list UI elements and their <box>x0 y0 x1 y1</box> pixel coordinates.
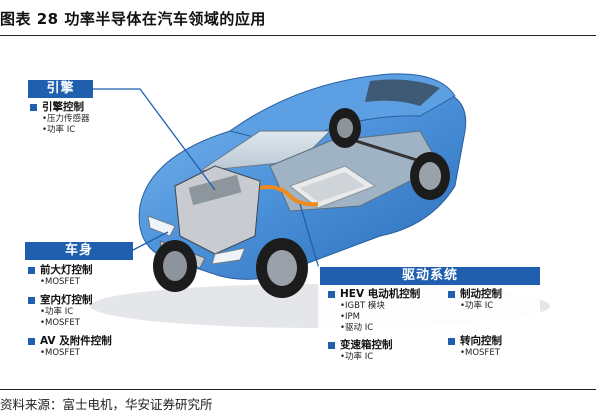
body-connector-line <box>132 231 169 251</box>
bullet-square-icon <box>448 337 455 345</box>
bullet-square-icon <box>28 337 35 345</box>
wheel-rear-right <box>410 152 450 200</box>
body-sub-item: MOSFET <box>28 348 112 359</box>
body-header: 车身 <box>25 242 133 260</box>
figure-title: 图表 28 功率半导体在汽车领域的应用 <box>0 10 266 28</box>
av-accessory-control-label: AV 及附件控制 <box>28 334 112 348</box>
headlight-right <box>211 247 246 265</box>
headlight-left <box>147 215 176 237</box>
bullet-square-icon <box>328 341 335 349</box>
hv-cable <box>249 185 319 207</box>
battery-top <box>300 172 365 202</box>
steering-control-label: 转向控制 <box>448 334 502 348</box>
bullet-square-icon <box>28 266 35 274</box>
drive-header: 驱动系统 <box>320 267 540 285</box>
drive-sub-item: MOSFET <box>448 348 502 359</box>
drive-col-2: 制动控制 功率 IC 转向控制 MOSFET <box>448 287 502 359</box>
body-items: 前大灯控制 MOSFET 室内灯控制 功率 IC MOSFET AV 及附件控制… <box>28 263 112 359</box>
wheel-front-left <box>153 240 197 292</box>
wheel-front-right <box>256 238 308 298</box>
drive-sub-item: 驱动 IC <box>328 323 420 334</box>
engine-connector-line <box>93 88 216 191</box>
engine-sub-item: 功率 IC <box>30 125 90 136</box>
bullet-square-icon <box>28 296 35 304</box>
engine-item: 引擎控制 压力传感器 功率 IC <box>30 100 90 136</box>
engine-header: 引擎 <box>28 80 93 98</box>
car-rear-window <box>365 79 440 106</box>
bullet-square-icon <box>328 290 335 298</box>
drive-sub-item: IGBT 模块 <box>328 301 420 312</box>
drive-sub-item: IPM <box>328 312 420 323</box>
headlight-control-label: 前大灯控制 <box>28 263 112 277</box>
hev-motor-control-label: HEV 电动机控制 <box>328 287 420 301</box>
interior-light-control-label: 室内灯控制 <box>28 293 112 307</box>
bullet-square-icon <box>30 103 37 111</box>
brake-control-label: 制动控制 <box>448 287 502 301</box>
source-note: 资料来源：富士电机，华安证券研究所 <box>0 397 213 412</box>
engine-sub-item: 压力传感器 <box>30 114 90 125</box>
drive-sub-item: 功率 IC <box>448 301 502 312</box>
drive-connector-line <box>299 203 321 273</box>
engine-control-label: 引擎控制 <box>30 100 90 114</box>
drive-col-1: HEV 电动机控制 IGBT 模块 IPM 驱动 IC 变速箱控制 功率 IC <box>328 287 420 363</box>
body-sub-item: 功率 IC <box>28 307 112 318</box>
bullet-square-icon <box>448 290 455 298</box>
drive-sub-item: 功率 IC <box>328 352 420 363</box>
transmission-control-label: 变速箱控制 <box>328 338 420 352</box>
top-rule <box>0 35 596 36</box>
bottom-rule <box>0 389 596 390</box>
body-sub-item: MOSFET <box>28 318 112 329</box>
wheel-rear-left <box>329 108 361 148</box>
body-sub-item: MOSFET <box>28 277 112 288</box>
